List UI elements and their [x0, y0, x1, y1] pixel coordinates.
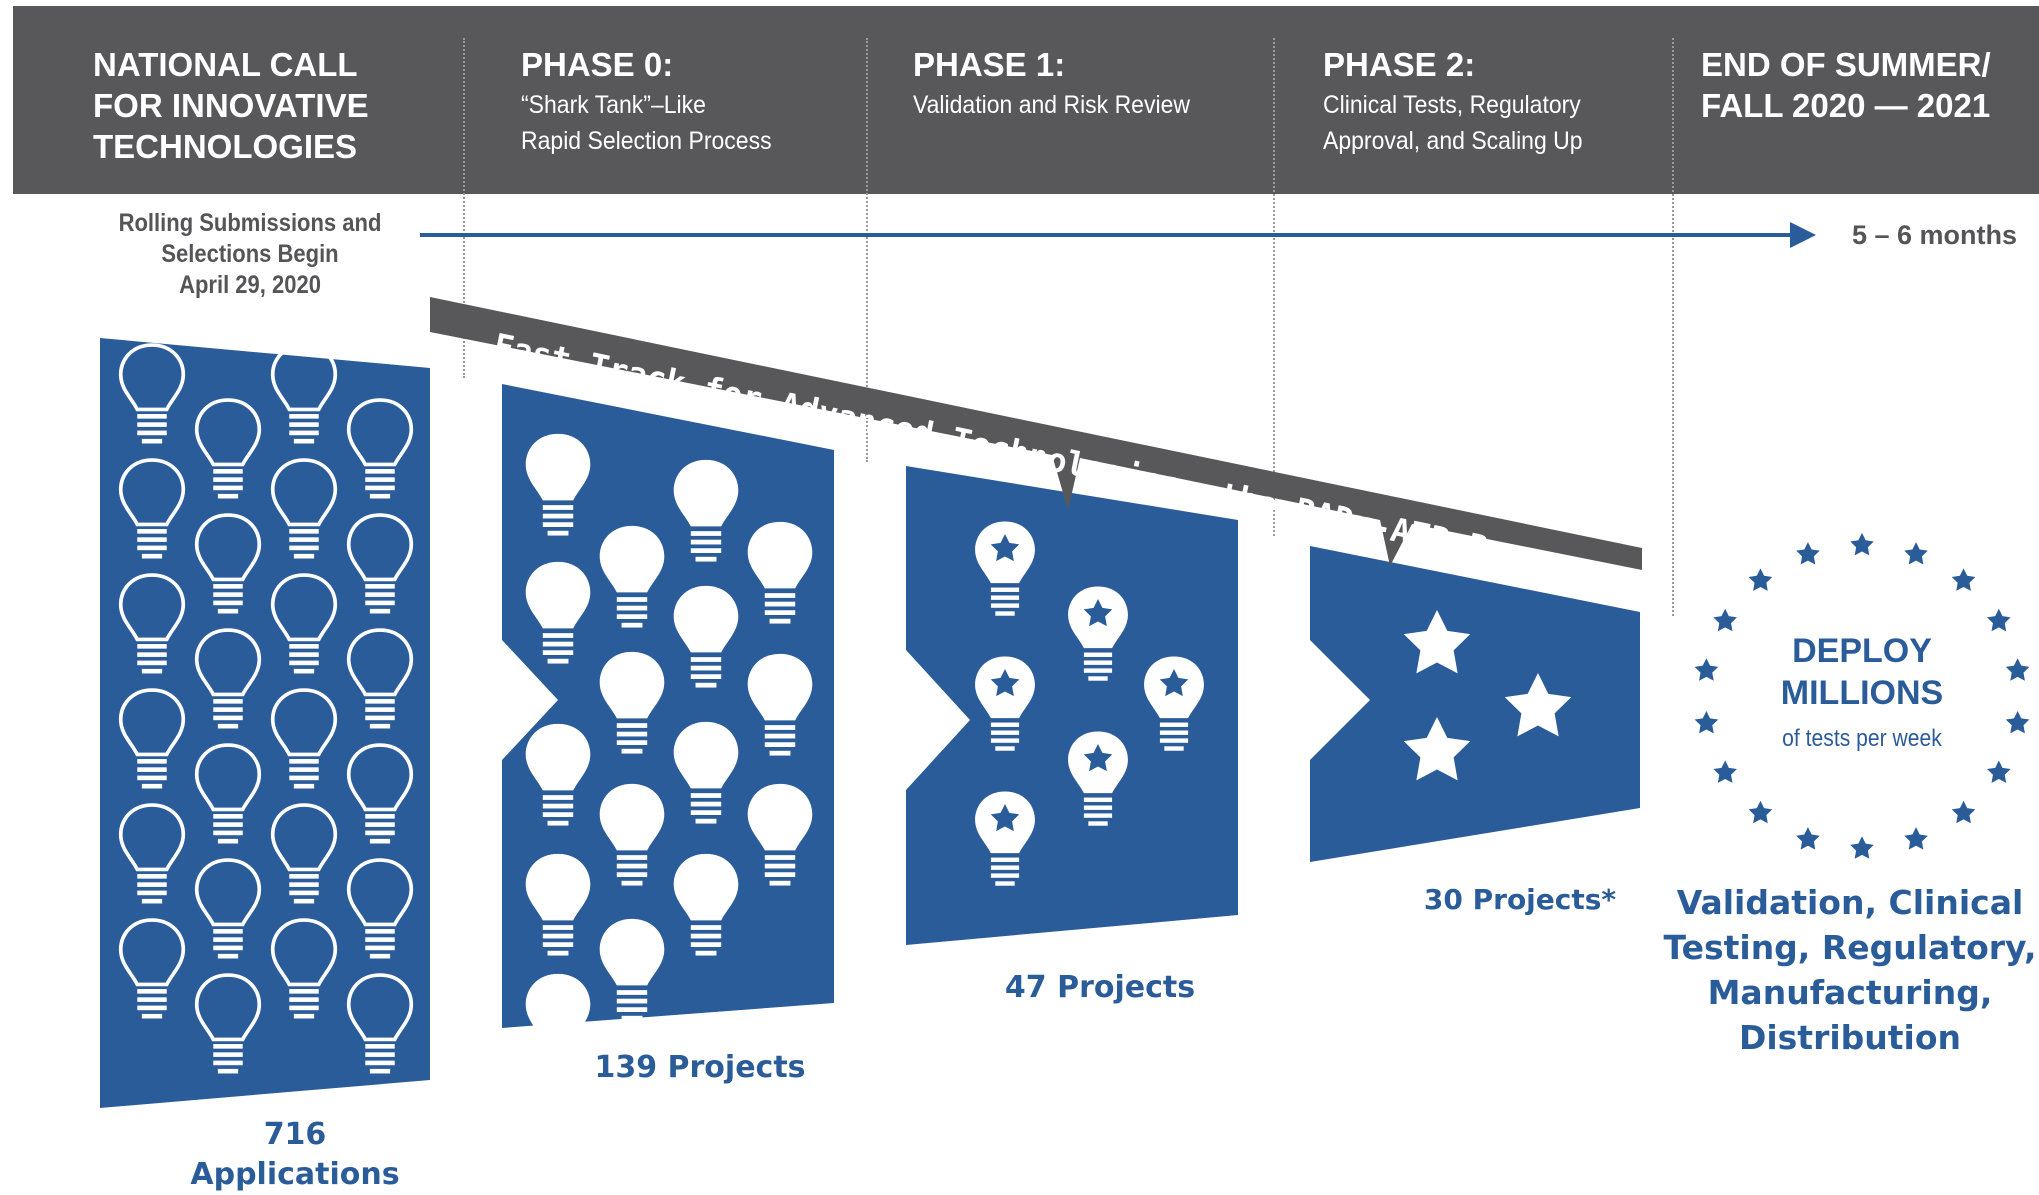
header-title: PHASE 2:	[1323, 46, 1476, 83]
header-column-phase-2: PHASE 2: Clinical Tests, Regulatory Appr…	[1323, 44, 1605, 159]
deploy-title: DEPLOY MILLIONS	[1780, 632, 1944, 712]
header-column-phase-1: PHASE 1: Validation and Risk Review	[913, 44, 1214, 123]
phase-divider	[1273, 38, 1275, 536]
phase-divider	[463, 38, 465, 378]
header-column-phase-0: PHASE 0: “Shark Tank”–Like Rapid Selecti…	[521, 44, 793, 159]
header-subtitle: Clinical Tests, Regulatory Approval, and…	[1323, 91, 1583, 155]
header-subtitle: “Shark Tank”–Like Rapid Selection Proces…	[521, 91, 772, 155]
timeline-arrowhead	[1790, 222, 1816, 248]
applications-count: 716 Applications	[190, 1117, 400, 1192]
header-column-end: END OF SUMMER/ FALL 2020 — 2021	[1701, 44, 1991, 126]
phase-header: NATIONAL CALL FOR INNOVATIVE TECHNOLOGIE…	[13, 6, 2039, 194]
header-title: NATIONAL CALL FOR INNOVATIVE TECHNOLOGIE…	[93, 46, 369, 165]
phase-0-count: 139 Projects	[594, 1050, 806, 1085]
rolling-submissions-label: Rolling Submissions and Selections Begin…	[118, 209, 382, 299]
header-title: PHASE 1:	[913, 46, 1066, 83]
phase-2-count: 30 Projects*	[1423, 883, 1617, 916]
phase-divider	[1672, 38, 1674, 616]
header-title: END OF SUMMER/ FALL 2020 — 2021	[1701, 46, 1991, 124]
phase-divider	[866, 38, 868, 462]
deploy-caption: Validation, Clinical Testing, Regulatory…	[1663, 883, 2037, 1057]
fast-track-banner-text: Fast Track for Advanced Technologies: th…	[490, 326, 1605, 591]
header-column-national-call: NATIONAL CALL FOR INNOVATIVE TECHNOLOGIE…	[93, 44, 369, 167]
applications-panel	[100, 338, 430, 1108]
phase-1-count: 47 Projects	[1004, 970, 1196, 1005]
header-title: PHASE 0:	[521, 46, 674, 83]
deploy-subtitle: of tests per week	[1782, 725, 1942, 752]
phase-2-panel	[1310, 546, 1640, 862]
timeline-arrow	[420, 233, 1790, 237]
header-subtitle: Validation and Risk Review	[913, 91, 1190, 119]
duration-label: 5 – 6 months	[1852, 220, 2018, 250]
